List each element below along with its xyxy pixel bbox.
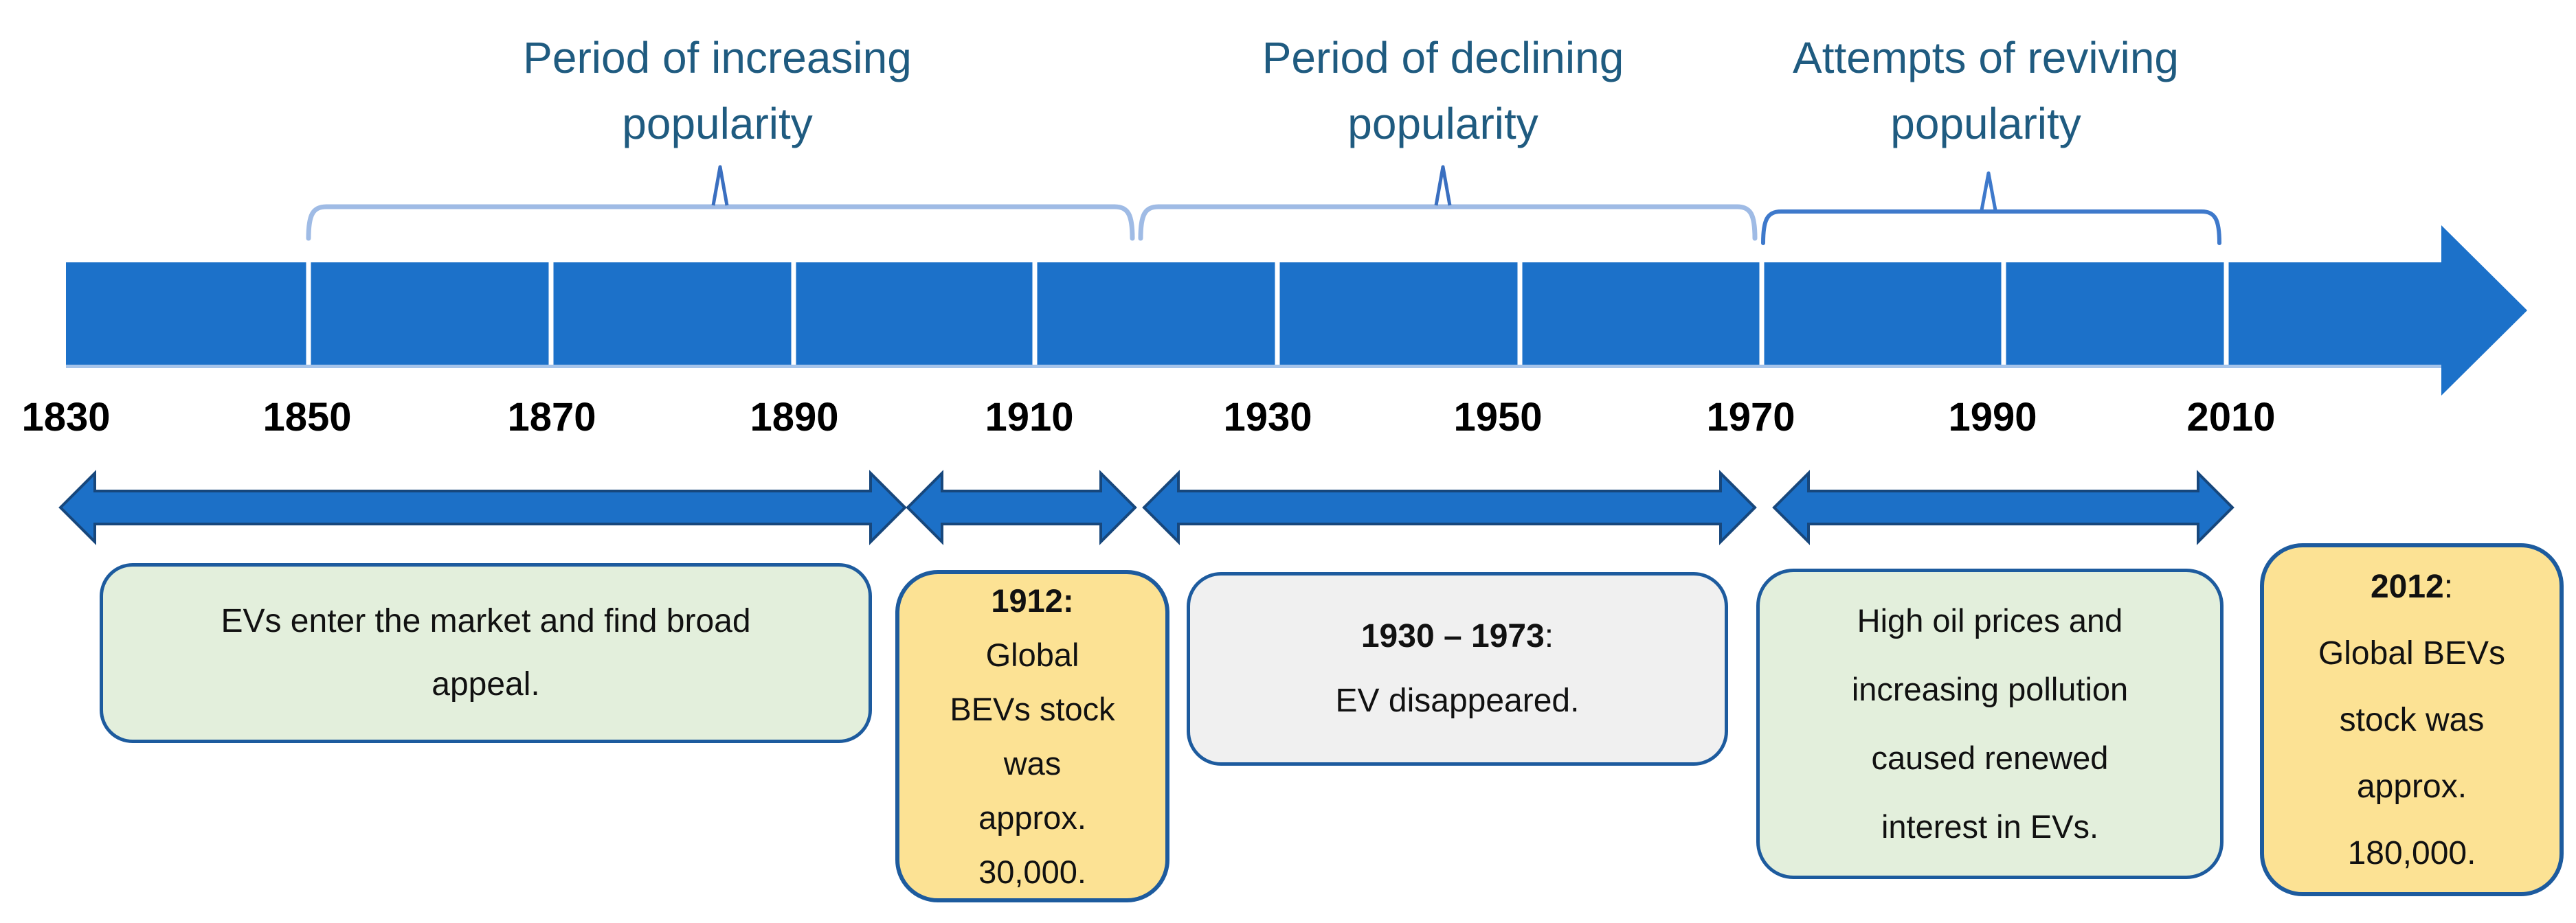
- event-box-text-segment: was: [1003, 745, 1062, 782]
- period-label-increasing: Period of increasing popularity: [523, 25, 912, 157]
- year-label-1950: 1950: [1453, 395, 1543, 440]
- event-box-line: 180,000.: [2348, 820, 2476, 887]
- period-label-declining: Period of declining popularity: [1262, 25, 1624, 157]
- event-box-text-segment: interest in EVs.: [1881, 808, 2099, 845]
- event-box-text-segment: 30,000.: [978, 854, 1086, 890]
- event-box-line: Global: [986, 628, 1079, 682]
- period-label-line: popularity: [1890, 99, 2081, 148]
- event-box-line: was: [1004, 736, 1062, 790]
- event-box-text-segment: 2012: [2370, 568, 2444, 605]
- event-box-text-segment: 1930 – 1973: [1360, 618, 1545, 654]
- event-box-text-segment: approx.: [2356, 768, 2467, 805]
- event-box-text-segment: increasing pollution: [1851, 671, 2129, 707]
- event-box-text-segment: 180,000.: [2347, 834, 2476, 871]
- year-label-1930: 1930: [1223, 395, 1312, 440]
- event-box-text-segment: EV disappeared.: [1335, 683, 1580, 719]
- year-label-1890: 1890: [750, 395, 839, 440]
- event-box-renewed-interest: High oil prices and increasing pollution c…: [1756, 569, 2224, 879]
- period-label-line: Period of increasing: [523, 33, 912, 82]
- year-label-1990: 1990: [1948, 395, 2037, 440]
- event-box-text-segment: :: [1544, 618, 1554, 654]
- year-label-2010: 2010: [2186, 395, 2276, 440]
- period-label-reviving: Attempts of reviving popularity: [1793, 25, 2179, 157]
- event-box-line: 2012:: [2371, 554, 2453, 620]
- event-box-line: approx.: [2357, 753, 2467, 820]
- event-box-line: 30,000.: [978, 845, 1086, 899]
- event-box-line: EV disappeared.: [1336, 669, 1580, 733]
- event-box-text-segment: 1912:: [991, 582, 1074, 619]
- event-box-line: Global BEVs: [2318, 620, 2505, 687]
- event-box-line: appeal.: [432, 653, 539, 716]
- year-label-1830: 1830: [21, 395, 111, 440]
- period-label-line: Period of declining: [1262, 33, 1624, 82]
- event-box-ev-disappeared: 1930 – 1973: EV disappeared.: [1187, 572, 1728, 766]
- year-label-1850: 1850: [262, 395, 352, 440]
- period-label-line: popularity: [622, 99, 813, 148]
- year-label-1970: 1970: [1706, 395, 1795, 440]
- event-box-line: interest in EVs.: [1881, 793, 2098, 861]
- year-label-1910: 1910: [985, 395, 1074, 440]
- event-box-line: increasing pollution: [1852, 655, 2128, 724]
- event-box-line: approx.: [978, 790, 1086, 845]
- event-box-line: 1930 – 1973:: [1361, 604, 1554, 669]
- event-box-line: caused renewed: [1872, 724, 2109, 793]
- event-box-line: stock was: [2340, 687, 2485, 753]
- event-box-text-segment: approx.: [978, 799, 1086, 836]
- event-box-bevs-stock-2012: 2012: Global BEVs stock was approx. 180,000.: [2260, 543, 2564, 896]
- event-box-text-segment: appeal.: [432, 666, 540, 703]
- year-label-1870: 1870: [507, 395, 596, 440]
- event-box-text-segment: EVs enter the market and find broad: [221, 603, 751, 639]
- event-box-text-segment: BEVs stock: [950, 691, 1115, 727]
- period-label-line: popularity: [1347, 99, 1538, 148]
- event-box-line: 1912:: [991, 573, 1073, 628]
- event-box-evs-enter-market: EVs enter the market and find broad appea…: [100, 563, 872, 743]
- event-box-text-segment: Global BEVs: [2318, 635, 2506, 672]
- event-box-text-segment: :: [2443, 568, 2454, 605]
- event-box-line: EVs enter the market and find broad: [221, 590, 750, 653]
- event-box-text-segment: stock was: [2339, 701, 2485, 738]
- period-label-line: Attempts of reviving: [1793, 33, 2179, 82]
- event-box-line: High oil prices and: [1857, 586, 2123, 655]
- event-box-text-segment: caused renewed: [1871, 740, 2109, 776]
- event-box-line: BEVs stock: [950, 682, 1115, 736]
- event-box-text-segment: High oil prices and: [1857, 602, 2123, 639]
- event-box-text-segment: Global: [985, 637, 1079, 673]
